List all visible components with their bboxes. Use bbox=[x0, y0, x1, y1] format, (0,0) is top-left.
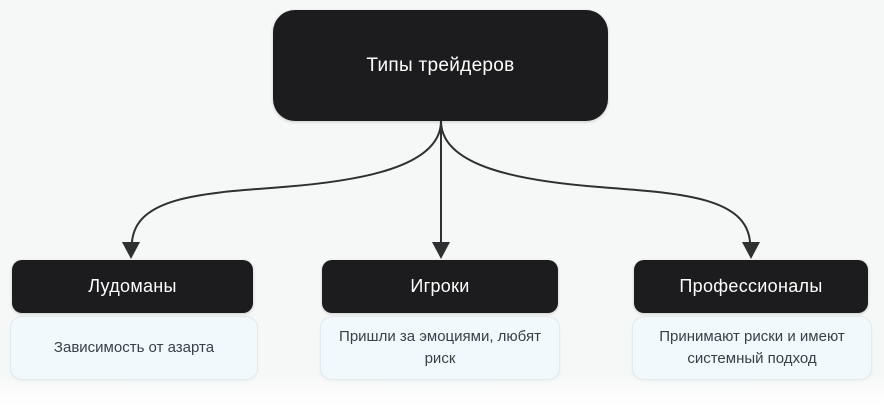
root-node: Типы трейдеров bbox=[273, 10, 608, 121]
branch-title-ludomany: Лудоманы bbox=[12, 260, 253, 313]
root-node-label: Типы трейдеров bbox=[366, 54, 515, 76]
connector-right bbox=[440, 120, 751, 243]
arrowhead-left-icon bbox=[122, 242, 140, 259]
branch-desc-ludomany: Зависимость от азарта bbox=[10, 316, 258, 380]
branch-title-igroki: Игроки bbox=[322, 260, 558, 313]
branch-desc-professionals: Принимают риски и имеют системный подход bbox=[632, 316, 872, 380]
branch-title-professionals: Профессионалы bbox=[634, 260, 868, 313]
branch-desc-igroki: Пришли за эмоциями, любят риск bbox=[320, 316, 560, 380]
arrowhead-center-icon bbox=[432, 242, 450, 259]
arrowhead-right-icon bbox=[742, 242, 760, 259]
connector-left bbox=[131, 120, 442, 243]
